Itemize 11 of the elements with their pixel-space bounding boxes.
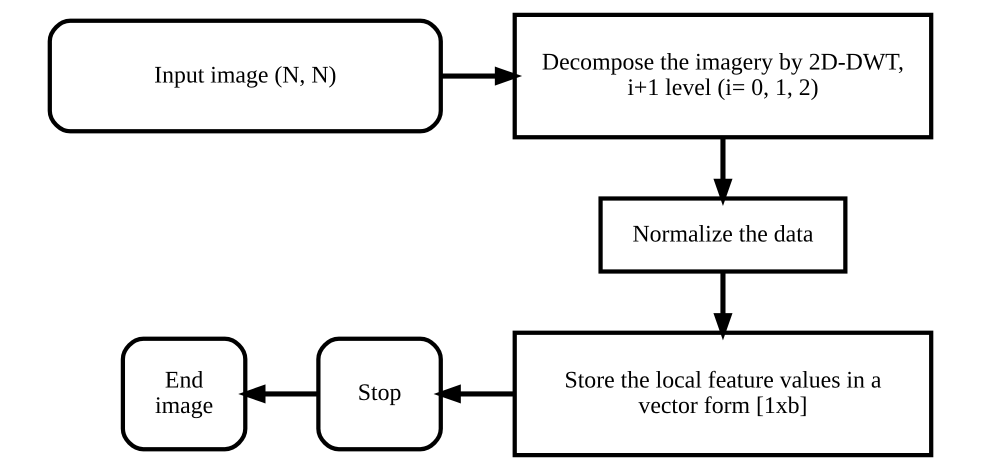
node-box: Decompose the imagery by 2D-DWT, i+1 level (i= 0, 1, 2) <box>512 12 934 140</box>
node-box: Input image (N, N) <box>48 18 443 134</box>
arrow <box>713 137 732 206</box>
node-box: Store the local feature values in a vector form [1xb] <box>512 330 934 458</box>
arrow <box>238 384 318 404</box>
arrow <box>441 66 522 86</box>
node-box: Stop <box>316 336 443 452</box>
node-box: End image <box>120 336 248 452</box>
arrow <box>713 272 732 340</box>
arrow <box>434 384 514 404</box>
node-box: Normalize the data <box>598 196 848 274</box>
